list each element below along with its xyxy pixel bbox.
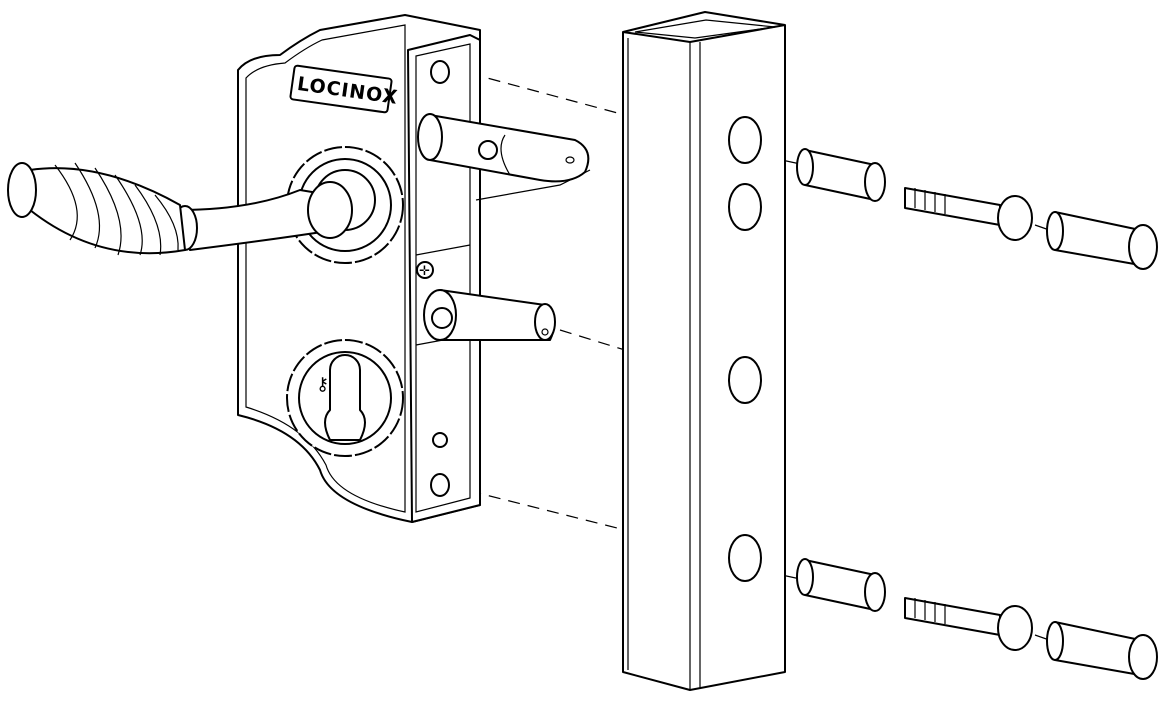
screw-icon (431, 307, 453, 329)
cylinder-rosette: ⚷ (286, 339, 404, 457)
svg-text:✛: ✛ (419, 263, 430, 278)
lock-case: ✛ (407, 34, 591, 523)
post-hole (728, 356, 762, 404)
post-hole (728, 183, 762, 231)
screw-hole-icon (430, 473, 450, 497)
screw-icon (432, 432, 448, 448)
latch-bolt (417, 113, 590, 183)
fixing-set-top (796, 148, 1158, 270)
fixing-set-bottom (796, 558, 1158, 680)
key-cylinder-icon (324, 354, 366, 441)
bolt-icon (904, 187, 1001, 226)
locinox-logo: LOCINOX (289, 64, 399, 114)
post-hole (728, 116, 762, 164)
bolt-icon (904, 597, 1001, 636)
screw-hole-icon (430, 60, 450, 84)
svg-text:⚷: ⚷ (316, 374, 329, 394)
gate-post (622, 11, 786, 691)
post-hole (728, 534, 762, 582)
deadbolt (423, 289, 556, 341)
lever-handle (7, 162, 353, 256)
screw-icon (478, 140, 498, 160)
screw-icon (416, 261, 434, 279)
